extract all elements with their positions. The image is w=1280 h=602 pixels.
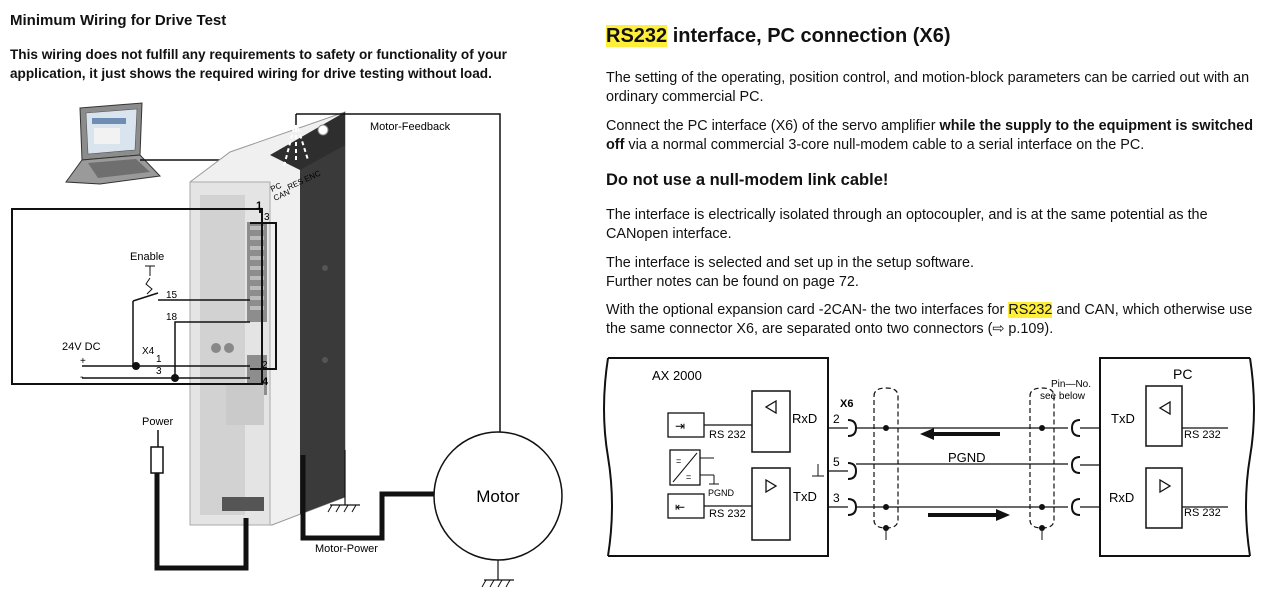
wiring-diagram: Motor-Feedback PC CAN RES ENC 1 3 2 4 En… — [11, 102, 563, 588]
svg-text:Pin—No.: Pin—No. — [1051, 379, 1091, 390]
svg-text:3: 3 — [156, 366, 162, 377]
svg-text:5: 5 — [833, 455, 840, 469]
rs232-heading: RS232 interface, PC connection (X6) — [606, 25, 951, 47]
svg-text:RxD: RxD — [792, 411, 817, 426]
svg-text:1: 1 — [156, 354, 162, 365]
svg-text:+: + — [80, 356, 86, 367]
svg-text:3: 3 — [833, 491, 840, 505]
svg-text:PGND: PGND — [708, 488, 735, 498]
heading-highlight: RS232 — [606, 25, 668, 47]
ax2000-label: AX 2000 — [652, 368, 702, 383]
svg-text:RS 232: RS 232 — [709, 508, 746, 520]
svg-text:see below: see below — [1040, 391, 1086, 402]
paragraph-4: The interface is selected and set up in … — [606, 255, 974, 290]
wiring-warning: This wiring does not fulfill any require… — [10, 47, 507, 81]
power-label: Power — [142, 416, 174, 428]
motor-label: Motor — [476, 487, 520, 506]
svg-text:RxD: RxD — [1109, 490, 1134, 505]
rs232-schematic: AX 2000 PC RxD TxD ⇥ RS 232 = = PGND ⇤ R… — [603, 357, 1255, 557]
svg-text:2: 2 — [833, 412, 840, 426]
left-column: Minimum Wiring for Drive Test This wirin… — [0, 0, 600, 602]
wiring-title: Minimum Wiring for Drive Test — [10, 12, 227, 29]
svg-text:=: = — [676, 456, 681, 466]
servo-drive-unit — [189, 111, 346, 526]
svg-text:X6: X6 — [840, 398, 853, 410]
pc-can-label: PC — [269, 181, 283, 194]
enable-label: Enable — [130, 251, 164, 263]
pin-18-label: 18 — [166, 312, 178, 323]
pin-3-top: 3 — [264, 212, 270, 223]
svg-text:RS 232: RS 232 — [1184, 429, 1221, 441]
pgnd-label: PGND — [948, 450, 986, 465]
null-modem-warning: Do not use a null-modem link cable! — [606, 171, 889, 189]
pin-15-label: 15 — [166, 290, 178, 301]
svg-text:TxD: TxD — [1111, 411, 1135, 426]
motor-feedback-label: Motor-Feedback — [370, 121, 451, 133]
pin-2-bottom: 2 — [262, 360, 268, 371]
svg-text:RS 232: RS 232 — [1184, 507, 1221, 519]
paragraph-3: The interface is electrically isolated t… — [606, 207, 1208, 242]
paragraph-5: With the optional expansion card -2CAN- … — [606, 302, 1253, 337]
laptop-icon — [65, 102, 162, 185]
svg-text:⇥: ⇥ — [675, 419, 685, 433]
svg-text:=: = — [686, 472, 691, 482]
svg-text:TxD: TxD — [793, 489, 817, 504]
24v-dc-label: 24V DC — [62, 341, 101, 353]
paragraph-1: The setting of the operating, position c… — [606, 70, 1250, 105]
pin-4-bottom: 4 — [262, 376, 269, 388]
x4-label: X4 — [142, 346, 155, 357]
pc-label: PC — [1173, 366, 1192, 382]
pin-1-top: 1 — [256, 200, 262, 212]
svg-text:RS 232: RS 232 — [709, 429, 746, 441]
right-column: RS232 interface, PC connection (X6) The … — [600, 0, 1280, 602]
svg-text:⇤: ⇤ — [675, 500, 685, 514]
paragraph-2: Connect the PC interface (X6) of the ser… — [606, 118, 1253, 153]
svg-text:-: - — [80, 372, 83, 383]
motor-power-label: Motor-Power — [315, 543, 378, 555]
